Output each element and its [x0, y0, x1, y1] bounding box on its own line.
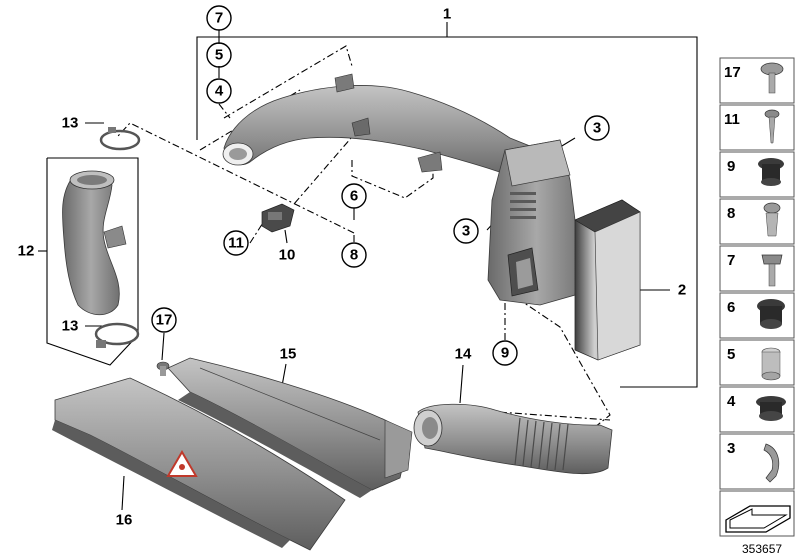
hose-clamp-part-13-top	[99, 127, 141, 151]
reference-number: 353657	[742, 542, 782, 556]
expansion-rivet-icon	[763, 202, 781, 237]
warning-triangle-icon	[166, 450, 198, 477]
callout-13-top: 13	[62, 115, 79, 132]
callout-15: 15	[280, 346, 297, 363]
sleeve-icon	[761, 347, 781, 381]
legend-num-5: 5	[727, 346, 735, 363]
callout-3-top: 3	[593, 120, 601, 137]
callout-12: 12	[18, 243, 35, 260]
arrow-pictogram-icon	[725, 505, 791, 533]
callout-11: 11	[228, 235, 244, 252]
legend-num-11: 11	[724, 111, 740, 128]
grommet-icon	[758, 158, 784, 186]
screw-collar-icon	[760, 62, 784, 94]
callout-17: 17	[156, 312, 173, 329]
callout-10: 10	[279, 247, 296, 264]
callout-1: 1	[443, 6, 451, 23]
callout-14: 14	[455, 346, 472, 363]
callout-7: 7	[215, 10, 223, 27]
legend-num-9: 9	[727, 158, 735, 175]
callout-5: 5	[215, 47, 223, 64]
fastener-legend: 17 11 9 8 7 6 5 4 3	[719, 57, 795, 537]
screw-part-17	[156, 361, 170, 376]
callout-16: 16	[116, 512, 133, 529]
legend-num-4: 4	[727, 393, 736, 410]
legend-num-3: 3	[727, 440, 735, 457]
bolt-icon	[761, 254, 783, 287]
callout-6: 6	[350, 188, 358, 205]
rubber-mount-icon	[757, 299, 785, 329]
filter-housing-part-1	[487, 139, 586, 306]
hose-clamp-part-13-bottom	[94, 322, 140, 348]
callout-2: 2	[678, 282, 686, 299]
group-12-bracket	[46, 157, 139, 366]
screw-icon	[764, 109, 780, 144]
filter-element-part-2	[574, 199, 641, 361]
callout-4: 4	[215, 83, 224, 100]
rubber-elbow-part-12	[62, 170, 127, 316]
callout-8: 8	[350, 247, 358, 264]
legend-num-7: 7	[727, 252, 735, 269]
legend-num-17: 17	[724, 64, 741, 81]
intake-duct-part-15	[167, 357, 413, 498]
intake-hose-part-14	[413, 403, 613, 474]
intake-duct-part-1	[222, 73, 541, 186]
clip-icon	[763, 443, 780, 483]
cover-part-16	[52, 377, 346, 551]
legend-num-8: 8	[727, 205, 735, 222]
legend-num-6: 6	[727, 299, 735, 316]
callout-labels: 1 7 5 4 3 3 6 8 11 10 2 9 12 13 13 17 15…	[18, 5, 686, 529]
callout-13-bottom: 13	[62, 318, 79, 335]
callout-9: 9	[501, 345, 509, 362]
rubber-bushing-icon	[756, 396, 786, 421]
group-1-bracket	[196, 36, 698, 388]
callout-3-side: 3	[462, 223, 470, 240]
sensor-part-10	[261, 203, 295, 233]
